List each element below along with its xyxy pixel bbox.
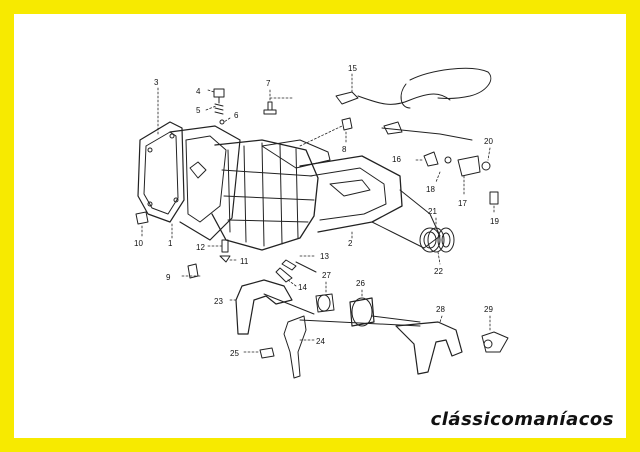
speedometer-cable — [335, 67, 499, 205]
callout-25: 25 — [230, 349, 239, 358]
callout-15: 15 — [348, 64, 357, 73]
callout-20: 20 — [484, 137, 493, 146]
callout-27: 27 — [322, 271, 331, 280]
shift-forks — [235, 279, 509, 379]
callout-numbers: 1 2 3 4 5 6 7 8 9 10 11 12 13 14 15 16 1… — [134, 64, 499, 358]
callout-13: 13 — [320, 252, 329, 261]
callout-12: 12 — [196, 243, 205, 252]
callout-9: 9 — [166, 273, 171, 282]
callout-16: 16 — [392, 155, 401, 164]
small-parts — [135, 88, 353, 283]
callout-1: 1 — [168, 239, 173, 248]
rear-seal — [427, 227, 455, 253]
brand-watermark: clássicomaníacos — [430, 409, 614, 430]
callout-14: 14 — [298, 283, 307, 292]
callout-4: 4 — [196, 87, 201, 96]
callout-6: 6 — [234, 111, 239, 120]
callout-19: 19 — [490, 217, 499, 226]
leader-lines — [141, 73, 495, 353]
callout-29: 29 — [484, 305, 493, 314]
gearbox-housing — [137, 121, 441, 253]
callout-17: 17 — [458, 199, 467, 208]
callout-21: 21 — [428, 207, 437, 216]
callout-10: 10 — [134, 239, 143, 248]
callout-8: 8 — [342, 145, 347, 154]
callout-5: 5 — [196, 106, 201, 115]
callout-18: 18 — [426, 185, 435, 194]
callout-24: 24 — [316, 337, 325, 346]
callout-23: 23 — [214, 297, 223, 306]
callout-3: 3 — [154, 78, 159, 87]
callout-2: 2 — [348, 239, 353, 248]
callout-7: 7 — [266, 79, 271, 88]
callout-11: 11 — [240, 257, 249, 266]
callout-22: 22 — [434, 267, 443, 276]
callout-28: 28 — [436, 305, 445, 314]
callout-26: 26 — [356, 279, 365, 288]
